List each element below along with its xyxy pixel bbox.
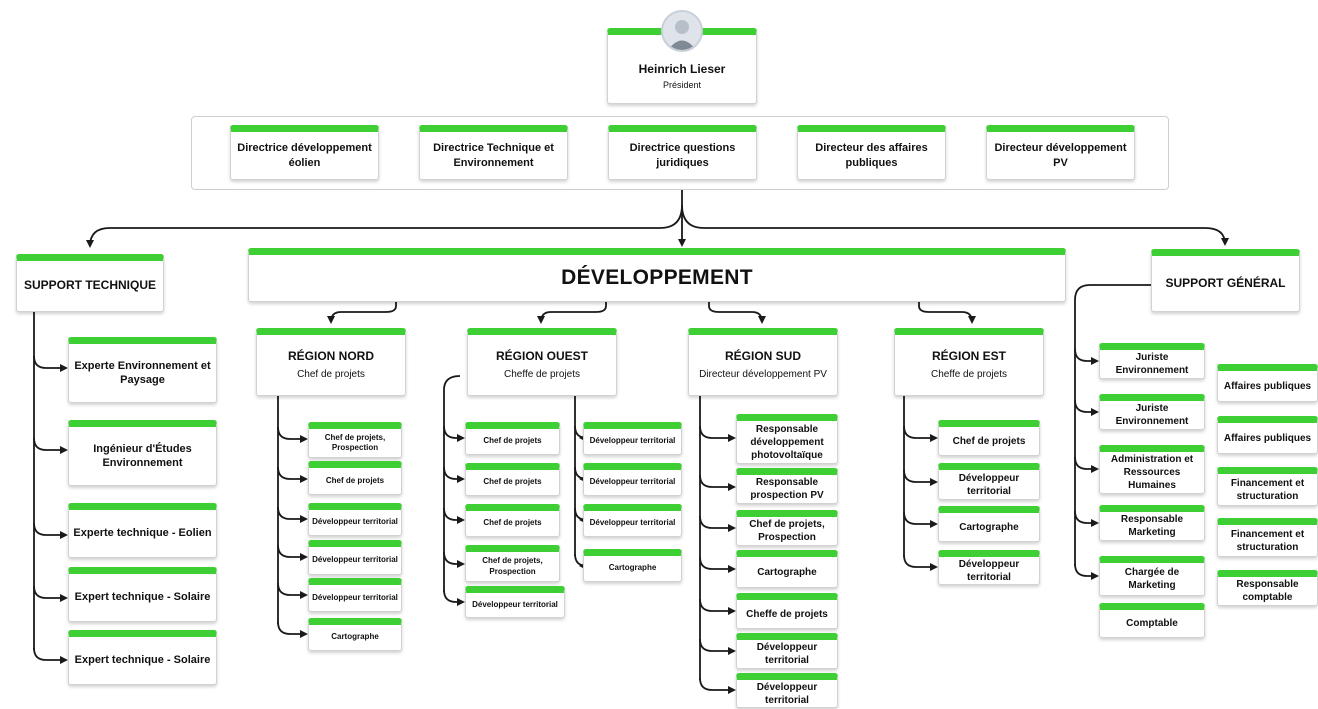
region-nord-item[interactable]: Cartographe [308,618,402,651]
connector [699,598,736,615]
region-est-card[interactable]: RÉGION EST Cheffe de projets [894,328,1044,396]
connector [903,511,938,528]
director-card[interactable]: Directeur développement PV [986,125,1135,180]
connector [681,204,1229,246]
region-ouest-item[interactable]: Chef de projets, Prospection [465,545,560,582]
support-general-card[interactable]: SUPPORT GÉNÉRAL [1151,249,1300,312]
connector [443,425,465,442]
president-role: Président [662,80,702,91]
connector [699,425,736,442]
support-general-item[interactable]: Affaires publiques [1217,416,1318,454]
president-card[interactable]: Heinrich Lieser Président [607,28,757,104]
support-general-item[interactable]: Financement et structuration [1217,467,1318,506]
connector [277,582,308,599]
support-general-item[interactable]: Responsable Marketing [1099,505,1205,541]
connector [1074,563,1099,580]
connector [33,522,68,539]
connector [1074,456,1099,473]
connector [903,469,938,486]
director-card[interactable]: Directrice questions juridiques [608,125,757,180]
connector [443,589,465,606]
connector [277,506,308,523]
connector [277,544,308,561]
connector [1074,510,1099,527]
support-technique-item[interactable]: Ingénieur d'Études Environnement [68,420,217,486]
support-general-item[interactable]: Financement et structuration [1217,518,1318,557]
connector [33,437,68,454]
connector [33,355,68,372]
president-avatar [661,10,703,52]
connector [903,554,938,571]
region-sud-item[interactable]: Développeur territorial [736,673,838,708]
connector [699,677,736,694]
connector [699,474,736,491]
support-general-item[interactable]: Chargée de Marketing [1099,556,1205,596]
support-technique-card[interactable]: SUPPORT TECHNIQUE [16,254,164,312]
region-est-item[interactable]: Développeur territorial [938,550,1040,585]
region-ouest-item[interactable]: Chef de projets [465,463,560,496]
region-est-item[interactable]: Chef de projets [938,420,1040,456]
region-nord-card[interactable]: RÉGION NORD Chef de projets [256,328,406,396]
region-sud-item[interactable]: Responsable développement photovoltaïque [736,414,838,464]
support-general-item[interactable]: Juriste Environnement [1099,343,1205,379]
connector [1074,399,1099,416]
region-ouest-item[interactable]: Développeur territorial [583,463,682,496]
region-ouest-item[interactable]: Développeur territorial [583,422,682,455]
connector [443,551,465,568]
region-ouest-item[interactable]: Développeur territorial [465,586,565,618]
support-technique-item[interactable]: Experte technique - Eolien [68,503,217,558]
region-sud-item[interactable]: Chef de projets, Prospection [736,510,838,546]
region-ouest-card[interactable]: RÉGION OUEST Cheffe de projets [467,328,617,396]
region-est-item[interactable]: Développeur territorial [938,463,1040,500]
support-general-item[interactable]: Affaires publiques [1217,364,1318,402]
connector [903,425,938,442]
director-card[interactable]: Directrice Technique et Environnement [419,125,568,180]
developpement-card[interactable]: DÉVELOPPEMENT [248,248,1066,302]
connector [708,302,766,324]
region-ouest-item[interactable]: Chef de projets [465,504,560,537]
connector [327,302,397,324]
connector [277,466,308,483]
support-technique-item[interactable]: Experte Environnement et Paysage [68,337,217,403]
support-general-item[interactable]: Responsable comptable [1217,570,1318,606]
region-ouest-item[interactable]: Développeur territorial [583,504,682,537]
support-general-item[interactable]: Comptable [1099,603,1205,638]
connector [699,556,736,573]
region-nord-item[interactable]: Développeur territorial [308,578,402,612]
support-general-item[interactable]: Juriste Environnement [1099,394,1205,430]
region-ouest-item[interactable]: Cartographe [583,549,682,582]
region-sud-card[interactable]: RÉGION SUD Directeur développement PV [688,328,838,396]
region-sud-item[interactable]: Développeur territorial [736,633,838,669]
support-technique-item[interactable]: Expert technique - Solaire [68,630,217,685]
director-card[interactable]: Directeur des affaires publiques [797,125,946,180]
connector [33,647,68,664]
region-nord-item[interactable]: Développeur territorial [308,540,402,575]
connector [277,621,308,638]
connector [699,638,736,655]
president-name: Heinrich Lieser [638,61,726,76]
connector [443,507,465,524]
region-nord-item[interactable]: Chef de projets, Prospection [308,422,402,458]
connector [443,466,465,483]
region-nord-item[interactable]: Chef de projets [308,461,402,495]
connector [699,515,736,532]
connector [1074,284,1151,301]
region-est-item[interactable]: Cartographe [938,506,1040,542]
support-general-item[interactable]: Administration et Ressources Humaines [1099,445,1205,494]
region-sud-item[interactable]: Responsable prospection PV [736,468,838,504]
region-sud-item[interactable]: Cheffe de projets [736,593,838,629]
connector [537,302,607,324]
connector [918,302,976,324]
region-ouest-item[interactable]: Chef de projets [465,422,560,455]
region-sud-item[interactable]: Cartographe [736,550,838,588]
connector [1074,348,1099,365]
connector [86,204,683,248]
region-nord-item[interactable]: Développeur territorial [308,503,402,536]
connector [33,585,68,602]
director-card[interactable]: Directrice développement éolien [230,125,379,180]
connector [443,375,461,396]
connector [277,426,308,443]
support-technique-item[interactable]: Expert technique - Solaire [68,567,217,622]
